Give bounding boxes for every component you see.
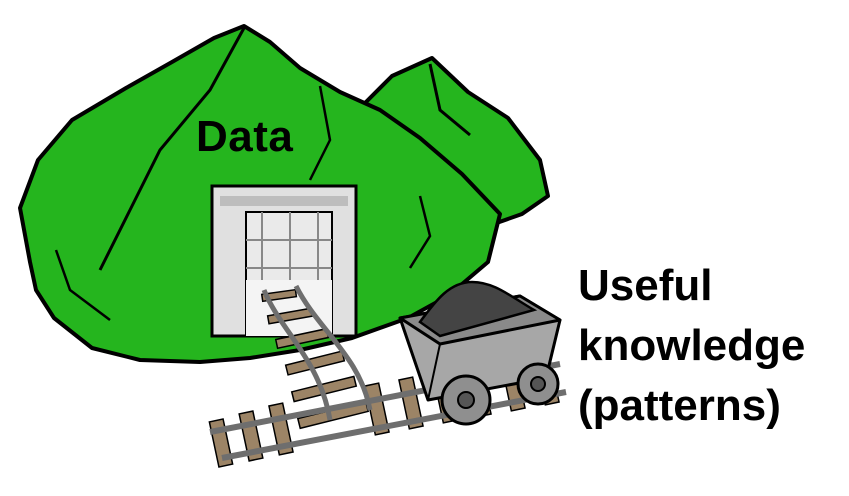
mine-cart (398, 280, 562, 426)
useful-knowledge-label: Useful knowledge (patterns) (578, 256, 805, 436)
knowledge-line-1: Useful (578, 261, 713, 310)
knowledge-line-3: (patterns) (578, 381, 781, 430)
tunnel-entrance (210, 184, 358, 338)
data-label: Data (196, 112, 294, 161)
ore-pile (418, 280, 538, 338)
knowledge-line-2: knowledge (578, 321, 806, 370)
